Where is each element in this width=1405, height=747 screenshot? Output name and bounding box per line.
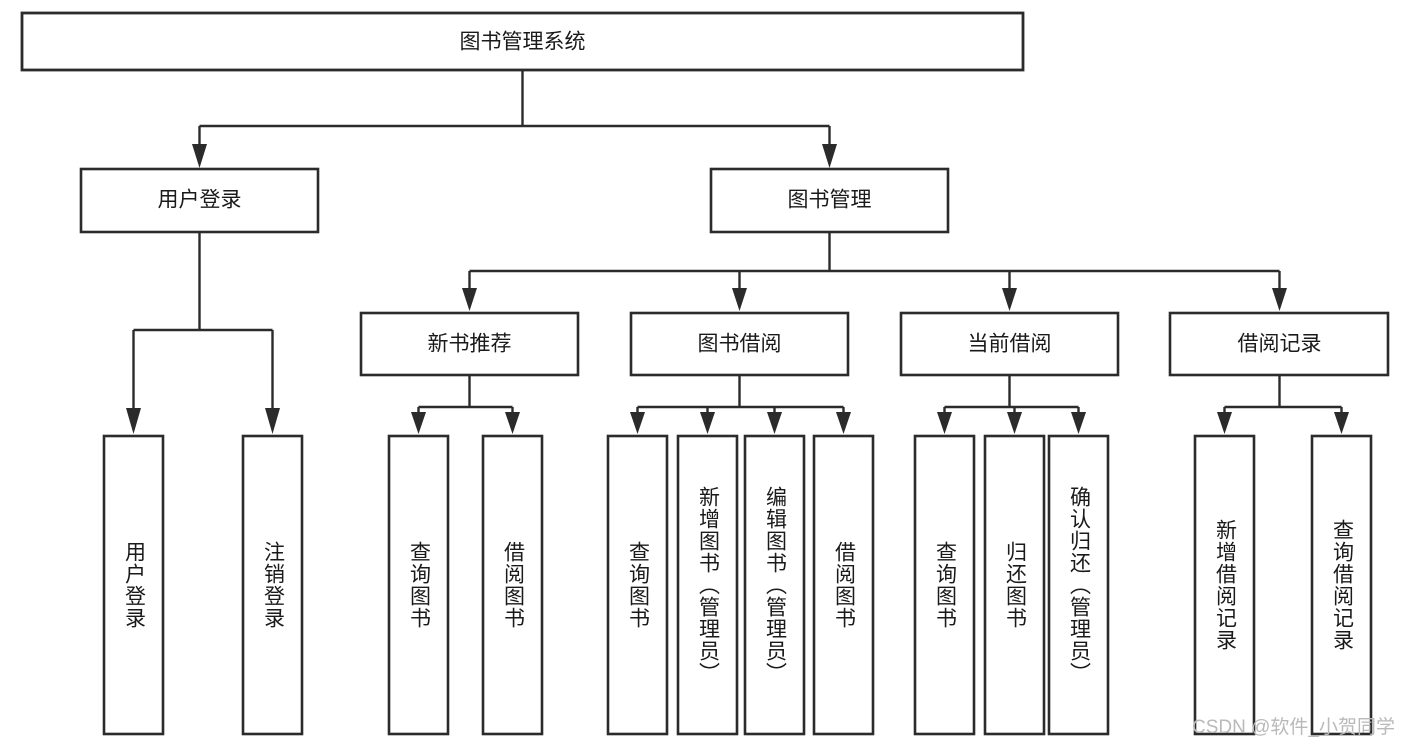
node-borrow-records[interactable]: 借阅记录 [1168, 311, 1390, 377]
leaf-box-confirm-return[interactable] [1047, 434, 1110, 736]
arrow-head-icon [265, 408, 280, 434]
arrow-head-icon [937, 412, 952, 434]
arrow-head-icon [1217, 412, 1232, 434]
arrow-head-icon [767, 412, 782, 434]
arrow-head-icon [462, 288, 477, 311]
node-borrow-records-label: 借阅记录 [1238, 333, 1322, 356]
leaf-box-query-book-2[interactable] [606, 434, 669, 736]
arrow-head-icon [732, 288, 747, 311]
node-book-borrow-label: 图书借阅 [698, 333, 782, 356]
node-borrow-records-box[interactable] [1168, 311, 1390, 377]
leaf-box-group [102, 434, 1373, 736]
leaf-box-borrow-book-1[interactable] [481, 434, 544, 736]
node-current-borrow-label: 当前借阅 [968, 333, 1052, 356]
node-root-label: 图书管理系统 [460, 31, 586, 54]
leaf-box-borrow-book-2[interactable] [812, 434, 875, 736]
leaf-box-edit-book[interactable] [743, 434, 806, 736]
node-root[interactable]: 图书管理系统 [20, 11, 1025, 72]
arrow-head-icon [836, 412, 851, 434]
node-user-login[interactable]: 用户登录 [79, 167, 320, 234]
node-new-book-recommend[interactable]: 新书推荐 [359, 311, 580, 377]
arrow-head-icon [411, 412, 426, 434]
watermark-text: CSDN @软件_小贺同学 [1192, 717, 1395, 738]
node-new-book-recommend-label: 新书推荐 [428, 333, 512, 356]
arrow-head-icon [1002, 288, 1017, 311]
node-current-borrow-box[interactable] [899, 311, 1120, 377]
node-user-login-box[interactable] [79, 167, 320, 234]
arrow-head-icon [630, 412, 645, 434]
node-current-borrow[interactable]: 当前借阅 [899, 311, 1120, 377]
node-book-management[interactable]: 图书管理 [709, 167, 950, 234]
arrow-head-icon [1272, 288, 1287, 311]
arrow-head-icon [1334, 412, 1349, 434]
leaf-box-query-book-1[interactable] [387, 434, 450, 736]
connector-group-book-borrow-to-leaves [630, 375, 851, 434]
node-book-borrow[interactable]: 图书借阅 [629, 311, 850, 377]
arrow-head-icon [700, 412, 715, 434]
node-user-login-label: 用户登录 [158, 189, 242, 212]
arrow-head-icon [192, 144, 207, 168]
node-book-management-box[interactable] [709, 167, 950, 234]
connector-group-user-login-to-leaves [126, 232, 280, 434]
node-new-book-recommend-box[interactable] [359, 311, 580, 377]
arrow-head-icon [822, 144, 837, 168]
connector-group-borrow-records-to-leaves [1217, 375, 1349, 434]
connector-group-new-book-to-leaves [411, 375, 520, 434]
connector-group-current-borrow-to-leaves [937, 375, 1086, 434]
leaf-box-add-book[interactable] [676, 434, 739, 736]
leaf-box-logout[interactable] [241, 434, 304, 736]
leaf-box-query-book-3[interactable] [913, 434, 976, 736]
leaf-box-user-login[interactable] [102, 434, 165, 736]
arrow-head-icon [126, 408, 141, 434]
leaf-box-return-book[interactable] [983, 434, 1046, 736]
node-root-box[interactable] [20, 11, 1025, 72]
node-book-management-label: 图书管理 [788, 189, 872, 212]
arrow-head-icon [1007, 412, 1022, 434]
arrow-head-icon [505, 412, 520, 434]
arrow-head-icon [1071, 412, 1086, 434]
node-book-borrow-box[interactable] [629, 311, 850, 377]
connector-group-root-to-level2 [192, 70, 837, 168]
connector-group-book-management-to-level3 [462, 232, 1287, 311]
leaf-box-add-record[interactable] [1193, 434, 1256, 736]
leaf-box-query-record[interactable] [1310, 434, 1373, 736]
